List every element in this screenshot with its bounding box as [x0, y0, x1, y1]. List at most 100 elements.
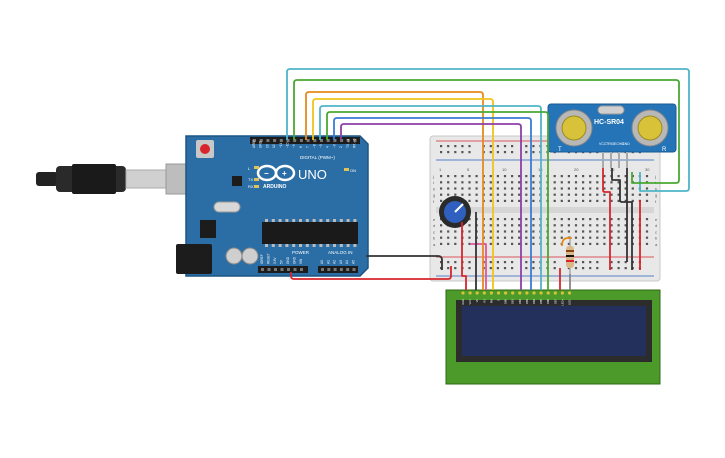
lcd-pin[interactable]	[511, 291, 515, 295]
arduino-model-label: UNO	[298, 167, 327, 182]
digital-pin[interactable]	[340, 139, 344, 142]
wire-blue[interactable]	[333, 117, 532, 195]
power-pin[interactable]	[300, 268, 303, 271]
power-pin[interactable]	[267, 268, 271, 271]
wire-red-5v[interactable]	[290, 266, 452, 280]
lcd-pin[interactable]	[468, 291, 472, 295]
lcd-pin[interactable]	[539, 291, 543, 295]
digital-pin-label: 7	[306, 146, 310, 148]
svg-text:b: b	[433, 236, 436, 241]
wire-purple[interactable]	[340, 123, 522, 195]
power-analog-pins[interactable]	[261, 268, 356, 271]
resistor[interactable]	[566, 236, 574, 274]
digital-pin-label: 4	[326, 146, 330, 148]
digital-pin[interactable]	[266, 139, 270, 142]
lcd-pin[interactable]	[482, 291, 486, 295]
power-pin-label: 5V	[280, 259, 284, 264]
potentiometer-indicator	[454, 203, 464, 213]
lcd-pin-label: DB4	[532, 298, 536, 304]
rx-led	[254, 185, 259, 188]
wire-pot-red[interactable]	[461, 222, 467, 290]
digital-pin[interactable]	[320, 139, 323, 142]
lcd-pin[interactable]	[489, 291, 493, 295]
svg-text:h: h	[655, 186, 657, 191]
lcd-pin[interactable]	[475, 291, 479, 295]
wire-cyan-2[interactable]	[319, 105, 542, 195]
wire-black-gnd[interactable]	[366, 255, 443, 270]
digital-pin-label: TX→1	[346, 139, 350, 148]
svg-text:g: g	[433, 193, 435, 198]
lcd-pin[interactable]	[525, 291, 529, 295]
digital-pin[interactable]	[306, 139, 310, 142]
wire-sensor-vcc[interactable]	[602, 168, 611, 270]
arduino-logo: − +	[256, 164, 296, 182]
digital-pin[interactable]	[279, 139, 283, 142]
analog-pin[interactable]	[333, 268, 337, 271]
lcd-pin-label: DB5	[539, 298, 543, 304]
svg-text:a: a	[433, 242, 436, 247]
svg-text:TRIG: TRIG	[606, 142, 615, 146]
lcd-pin[interactable]	[560, 291, 565, 295]
power-pin[interactable]	[293, 268, 297, 271]
power-pin-label: VIN	[299, 258, 303, 264]
lcd-pin[interactable]	[461, 291, 465, 295]
lcd-pin[interactable]	[567, 291, 572, 295]
sensor-pins[interactable]	[602, 152, 628, 168]
capacitor-1	[225, 247, 243, 265]
power-pin[interactable]	[274, 268, 277, 271]
svg-text:f: f	[433, 199, 435, 204]
digital-pin[interactable]	[286, 139, 290, 142]
digital-pin[interactable]	[253, 139, 256, 142]
wire-orange[interactable]	[305, 91, 484, 172]
hc-sr04-sensor[interactable]: HC-SR04 T R VCC TRIG ECHO GND	[547, 103, 677, 168]
digital-pin[interactable]	[273, 139, 277, 142]
lcd-pin[interactable]	[553, 291, 557, 295]
power-pin[interactable]	[287, 268, 290, 271]
lcd-pin-label: LED+	[560, 299, 564, 306]
lcd-pin[interactable]	[532, 291, 536, 295]
sensor-model-label: HC-SR04	[594, 119, 624, 126]
wire-yellow[interactable]	[312, 98, 494, 172]
reset-button-cap[interactable]	[200, 144, 210, 154]
svg-text:h: h	[433, 186, 435, 191]
wire-green-2[interactable]	[326, 111, 549, 195]
digital-pin[interactable]	[293, 139, 297, 142]
digital-pin[interactable]	[299, 139, 303, 142]
digital-header-pins[interactable]	[253, 139, 357, 142]
wires[interactable]	[286, 68, 690, 290]
on-led-label: ON	[350, 168, 356, 173]
on-led	[344, 168, 349, 171]
arduino-brand-label: ARDUINO	[263, 184, 286, 190]
analog-pin[interactable]	[327, 268, 331, 271]
lcd-pins[interactable]	[461, 291, 572, 295]
lcd-pin[interactable]	[546, 291, 550, 295]
wire-green-echo[interactable]	[293, 79, 680, 184]
lcd-pin[interactable]	[496, 291, 501, 295]
wire-cyan-trig[interactable]	[286, 68, 690, 192]
sensor-t-label: T	[558, 147, 562, 153]
lcd-pin[interactable]	[504, 291, 508, 295]
analog-pin[interactable]	[339, 268, 343, 271]
digital-pin[interactable]	[326, 139, 330, 142]
analog-pin[interactable]	[346, 268, 350, 271]
arduino-uno-board[interactable]: − + UNO ARDUINO TX RX L ON DIGITAL (PWM~…	[176, 135, 369, 277]
wire-sensor-trig-link[interactable]	[611, 168, 633, 270]
usb-cable[interactable]	[36, 163, 207, 195]
analog-pin[interactable]	[352, 268, 356, 271]
digital-pin[interactable]	[333, 139, 337, 142]
digital-pin[interactable]	[353, 139, 357, 142]
digital-pin[interactable]	[346, 139, 350, 142]
wire-resistor-orange[interactable]	[561, 237, 572, 247]
digital-pin[interactable]	[259, 139, 263, 142]
power-pin[interactable]	[261, 268, 264, 271]
digital-pin[interactable]	[313, 139, 317, 142]
potentiometer[interactable]	[439, 196, 471, 228]
svg-text:g: g	[655, 193, 657, 198]
analog-pin[interactable]	[321, 268, 324, 271]
digital-pin-label: 8	[299, 146, 303, 148]
power-pin[interactable]	[280, 268, 284, 271]
lcd-pin[interactable]	[518, 291, 522, 295]
